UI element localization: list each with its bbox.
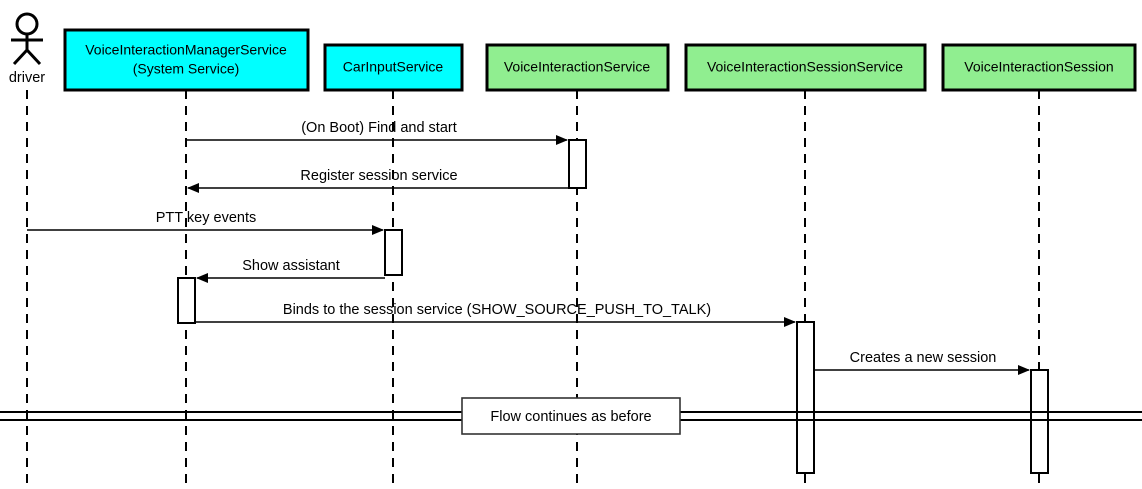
- participant-carinputservice[interactable]: CarInputService: [323, 43, 464, 92]
- driver-actor[interactable]: driver: [9, 12, 45, 86]
- activation-bar-voiceinteractionservice: [568, 139, 587, 189]
- activation-bar-carinputservice: [384, 229, 403, 276]
- participant-box-vims[interactable]: [63, 28, 310, 92]
- participant-box-cis[interactable]: [323, 43, 464, 92]
- participant-box-vsess[interactable]: [941, 43, 1137, 92]
- participant-label-viss: VoiceInteractionSessionService: [707, 59, 903, 75]
- participant-voiceinteractionservice[interactable]: VoiceInteractionService: [485, 43, 670, 92]
- message-register-session-service[interactable]: Register session service: [187, 168, 569, 193]
- message-binds-to-session-service[interactable]: Binds to the session service (SHOW_SOURC…: [178, 302, 796, 327]
- participant-label-vims-line1: VoiceInteractionManagerService: [85, 42, 287, 58]
- actor-right-leg-icon: [25, 48, 42, 66]
- message-find-and-start[interactable]: (On Boot) Find and start: [186, 120, 568, 145]
- actor-left-leg-icon: [12, 48, 29, 66]
- message-label-ptt-key-events: PTT key events: [156, 210, 256, 226]
- message-label-register-session-service: Register session service: [300, 168, 457, 184]
- message-label-show-assistant: Show assistant: [242, 258, 340, 274]
- activation-bar-voiceinteractionsession: [1030, 369, 1049, 474]
- message-creates-a-new-session[interactable]: Creates a new session: [814, 350, 1030, 375]
- actor-label: driver: [9, 70, 45, 86]
- participant-voiceinteractionsessionservice[interactable]: VoiceInteractionSessionService: [684, 43, 927, 92]
- participant-label-vis: VoiceInteractionService: [504, 59, 651, 75]
- participant-label-vsess: VoiceInteractionSession: [964, 59, 1113, 75]
- message-show-assistant[interactable]: Show assistant: [196, 258, 385, 283]
- divider-label: Flow continues as before: [490, 409, 651, 425]
- participant-voiceinteractionsession[interactable]: VoiceInteractionSession: [941, 43, 1137, 92]
- activation-bar-voiceinteractionmanagerservice: [177, 277, 196, 324]
- divider-box: [461, 397, 681, 435]
- participant-label-vims-line2: (System Service): [133, 61, 240, 77]
- actor-head-icon: [15, 12, 39, 36]
- participant-box-vis[interactable]: [485, 43, 670, 92]
- flow-continues-divider: Flow continues as before: [0, 397, 1142, 435]
- participant-voiceinteractionmanagerservice[interactable]: VoiceInteractionManagerService (System S…: [63, 28, 310, 92]
- message-label-find-and-start: (On Boot) Find and start: [301, 120, 457, 136]
- message-label-binds-to-session-service: Binds to the session service (SHOW_SOURC…: [283, 302, 711, 318]
- message-label-creates-a-new-session: Creates a new session: [850, 350, 997, 366]
- activation-bar-voiceinteractionsessionservice: [796, 321, 815, 474]
- message-ptt-key-events[interactable]: PTT key events: [27, 210, 384, 235]
- participant-label-cis: CarInputService: [343, 59, 444, 75]
